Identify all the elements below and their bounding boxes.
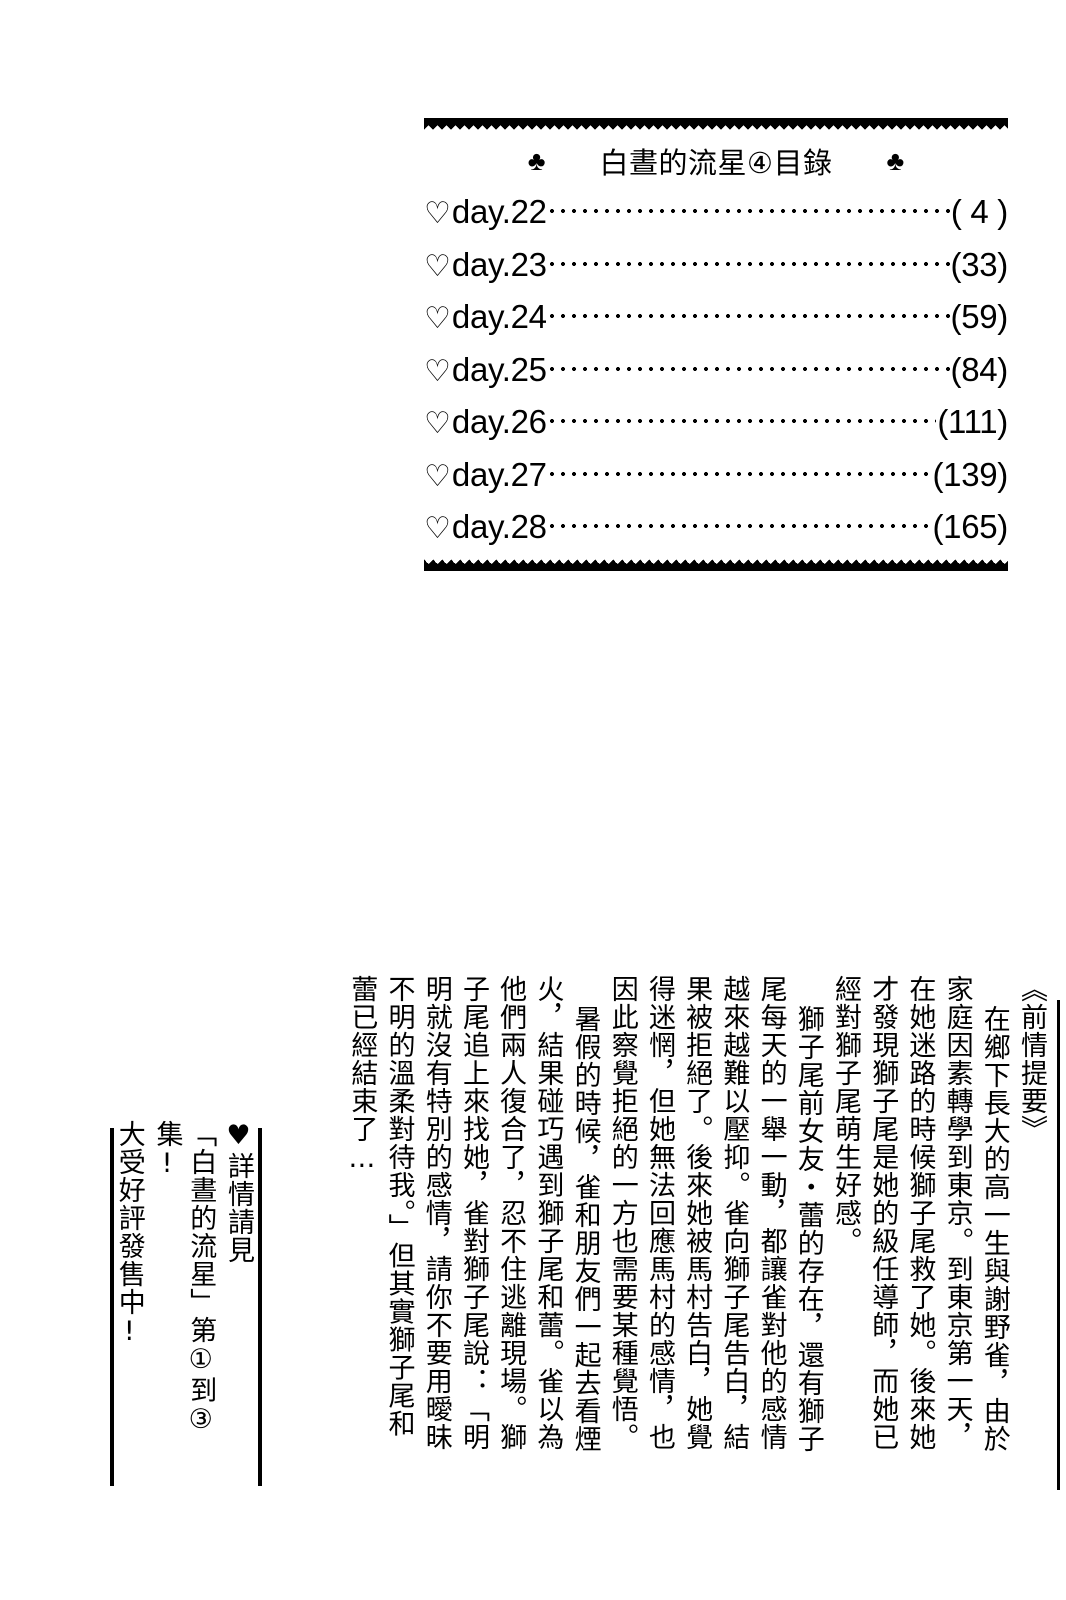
heart-icon: ♡ [424,511,451,547]
synopsis-column: 蕾已經結束了… [346,975,378,1175]
toc-entry-label: day.22 [451,193,547,230]
synopsis-column: 尾每天的一舉一動，都讓雀對他的感情 [755,975,787,1451]
promo-details-label: 詳情請見 [223,1152,254,1264]
table-of-contents-box: ♣ 白晝的流星④目錄 ♣ ♡ day.22 ( 4 ) ♡ day.23 (33… [424,118,1008,571]
toc-entry-label: day.27 [451,455,547,493]
toc-entry-page: (165) [932,508,1008,546]
toc-leader-dots [549,505,932,538]
synopsis-column: 火，結果碰巧遇到獅子尾和蕾。雀以為 [532,975,564,1451]
promo-divider-rule-right [258,1128,262,1486]
toc-leader-dots [549,190,950,223]
synopsis-column: 因此察覺拒絕的一方也需要某種覺悟。 [606,975,638,1451]
synopsis-column: 他們兩人復合了，忍不住逃離現場。獅 [495,975,527,1451]
toc-entry-page: (139) [932,455,1008,493]
promo-column-availability: 大受好評發售中! [113,1120,145,1348]
synopsis-heading: 《前情提要》 [1016,975,1047,1143]
heart-icon: ♥ [223,1120,254,1152]
heart-icon: ♡ [424,301,451,337]
toc-title-row: ♣ 白晝的流星④目錄 ♣ [424,140,1008,182]
heart-icon: ♡ [424,458,451,494]
synopsis-column: 子尾追上來找她，雀對獅子尾說：「明 [457,975,489,1451]
toc-entry-page: (59) [950,298,1009,336]
synopsis-column: 得迷惘，但她無法回應馬村的感情，也 [643,975,675,1451]
toc-entry-page: ( 4 ) [950,193,1008,230]
toc-leader-dots [549,453,932,486]
synopsis-column: 在鄉下長大的高一生與謝野雀，由於 [978,1005,1010,1453]
toc-entry-label: day.24 [451,298,547,336]
club-icon-right: ♣ [886,145,905,176]
promo-column-volumes: 「白晝的流星」第①到③集! [151,1120,217,1436]
toc-entry-label: day.23 [451,245,547,283]
toc-leader-dots [549,295,950,328]
toc-entry-label: day.26 [451,403,547,441]
synopsis-column: 獅子尾前女友・蕾的存在，還有獅子 [792,1005,824,1453]
synopsis-column: 明就沒有特別的感情，請你不要用曖昧 [420,975,452,1451]
club-icon-left: ♣ [527,145,546,176]
page-title: 白晝的流星④目錄 [599,146,833,180]
promo-block: 大受好評發售中! 「白晝的流星」第①到③集! ♥詳情請見 [108,1120,255,1490]
toc-entry-day-28[interactable]: ♡ day.28 (165) [424,504,1008,550]
toc-leader-dots [549,243,950,276]
synopsis-column: 暑假的時候，雀和朋友們一起去看煙 [569,1005,601,1453]
heart-icon: ♡ [424,406,451,442]
synopsis-column: 不明的溫柔對待我。」但其實獅子尾和 [383,975,415,1438]
toc-entry-page: (111) [937,403,1008,441]
heart-icon: ♡ [424,196,451,231]
synopsis-column: 才發現獅子尾是她的級任導師，而她已 [867,975,899,1451]
toc-entry-day-23[interactable]: ♡ day.23 (33) [424,242,1008,288]
synopsis-column: 在她迷路的時候獅子尾救了她。後來她 [904,975,936,1451]
promo-divider-rule-left [110,1128,114,1486]
toc-entry-day-24[interactable]: ♡ day.24 (59) [424,294,1008,340]
toc-leader-dots [549,348,950,381]
toc-list: ♡ day.22 ( 4 ) ♡ day.23 (33) ♡ day.24 (5… [424,189,1008,550]
toc-entry-page: (84) [950,350,1009,388]
synopsis-block: 蕾已經結束了… 不明的溫柔對待我。」但其實獅子尾和 明就沒有特別的感情，請你不要… [341,975,1048,1495]
zigzag-border-top [424,118,1008,132]
synopsis-column: 果被拒絕了。後來她被馬村告白，她覺 [681,975,713,1451]
toc-entry-label: day.25 [451,350,547,388]
synopsis-column: 經對獅子尾萌生好感。 [829,975,861,1255]
heart-icon: ♡ [424,248,451,284]
toc-leader-dots [549,400,937,433]
synopsis-column: 越來越難以壓抑。雀向獅子尾告白，結 [718,975,750,1451]
toc-entry-page: (33) [950,245,1009,283]
zigzag-border-bottom [424,556,1008,571]
synopsis-divider-rule [1057,1000,1060,1490]
heart-icon: ♡ [424,353,451,389]
toc-entry-day-25[interactable]: ♡ day.25 (84) [424,347,1008,393]
synopsis-column: 家庭因素轉學到東京。到東京第一天， [941,975,973,1451]
toc-entry-day-27[interactable]: ♡ day.27 (139) [424,452,1008,498]
toc-entry-day-26[interactable]: ♡ day.26 (111) [424,399,1008,445]
toc-entry-day-22[interactable]: ♡ day.22 ( 4 ) [424,189,1008,235]
toc-entry-label: day.28 [451,508,547,546]
promo-column-details: ♥詳情請見 [221,1120,255,1490]
